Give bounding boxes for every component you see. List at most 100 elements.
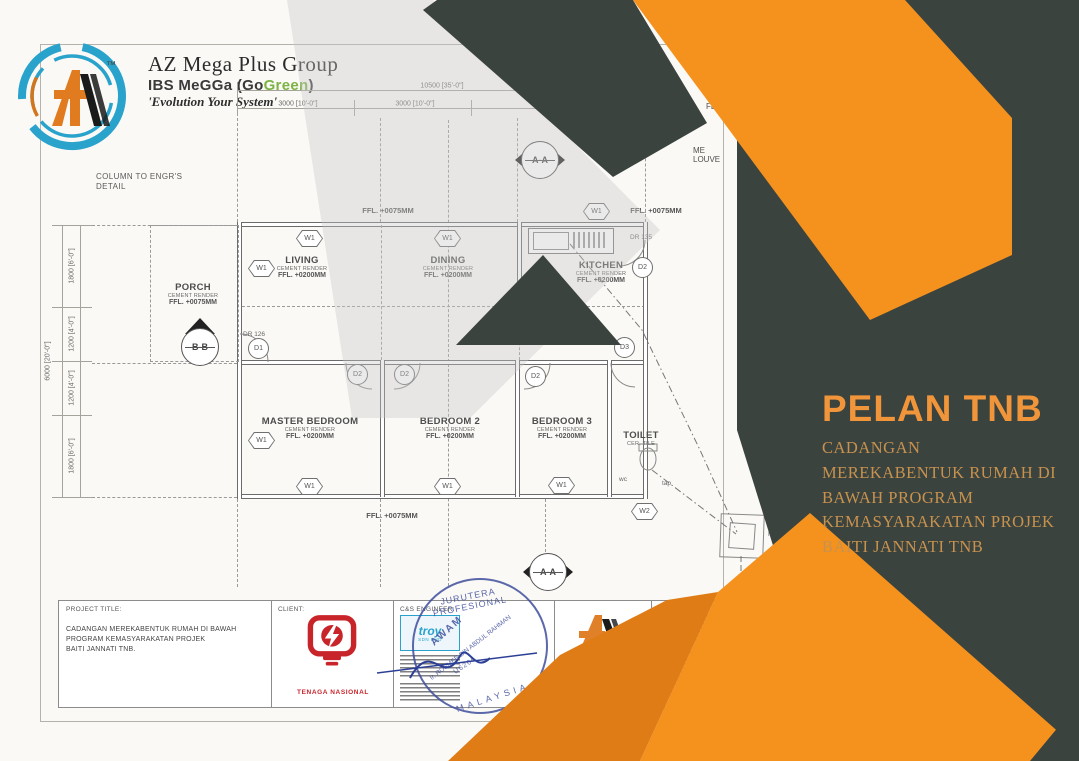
window-tag: W1 [248,432,275,449]
window-tag-label: W2 [632,504,657,519]
door-tag: D3 [614,337,635,358]
window-tag-label: W1 [549,478,574,493]
grid-line [92,363,237,364]
az-stamp-logo-icon [577,615,629,657]
hex-tag-icon: W1 [434,230,461,247]
room-finish: CEMENT RENDER [422,266,474,272]
room-name: MASTER BEDROOM [261,416,359,427]
grid-line [380,118,381,222]
partition-dashed [381,225,382,360]
section-marker-label: A-A [529,553,567,591]
hex-tag-icon: W2 [631,503,658,520]
section-marker-aa-bottom: A-A [523,551,573,593]
section-marker-bb: B-B [179,318,221,368]
dim-tick [52,497,92,498]
dimension-label: 1200 [4'-0"] [68,316,76,352]
engineer-logo-sub: SDN BHD [418,636,442,642]
room-level: FFL. +0200MM [285,433,335,440]
window-tag-label: W1 [297,231,322,246]
hex-tag-icon: W1 [583,203,610,220]
panel-subtitle: CADANGAN MEREKABENTUK RUMAH DI BAWAH PRO… [822,438,1057,556]
plan-annotation: wc [619,476,627,483]
dim-tick [52,307,92,308]
clipped-note-line: LOUVE [693,154,721,164]
brand-go: Go [242,77,264,94]
column-note: COLUMN TO ENGR'S DETAIL [96,172,182,193]
room-name: TOILET [623,430,659,441]
door-tag: D2 [632,257,653,278]
dim-tick [52,415,92,416]
engineer-label: C&S ENGINEER: [400,606,455,613]
window-tag-label: W1 [435,479,460,494]
door-tag: D2 [394,364,415,385]
section-marker-label: B-B [181,328,219,366]
engineer-stamp: JURUTERA PROFESIONAL AWAM Ir. ROSMEE BIN… [376,563,563,729]
az-logo-icon: ™ [17,41,126,150]
dimension-label: 10500 [35'-0"] [420,82,464,90]
grid-line [448,120,449,586]
dimension-label: 1200 [4'-0"] [68,370,76,406]
project-title-line: CADANGAN MEREKABENTUK RUMAH DI BAWAH [66,626,237,633]
window-tag: W1 [434,478,461,495]
dim-line [237,108,560,109]
hex-tag-icon: W1 [248,432,275,449]
svg-text:™: ™ [106,60,116,71]
wall [380,360,385,497]
brand-prefix: IBS MeGGa ( [148,77,243,94]
remarks-label: REMARKS [657,648,692,655]
window-tag-label: W1 [249,433,274,448]
fine-print [561,689,641,701]
signature-icon [376,651,538,679]
wall [237,360,648,365]
fine-print [657,659,713,699]
room-name: BEDROOM 3 [531,416,593,427]
panel-title: PELAN TNB [822,388,1043,429]
room-name: BEDROOM 2 [419,416,481,427]
window-tag: W2 [631,503,658,520]
plan-annotation: tap [662,480,672,487]
hex-tag-icon: W1 [296,230,323,247]
grid-line [237,118,238,222]
tb-divider [271,601,272,707]
tb-divider [554,601,555,707]
dimension-label: 6000 [20'-0"] [44,341,52,381]
dim-tick [52,225,92,226]
fine-print [657,615,713,641]
section-marker-aa-top: A-A [515,139,565,181]
client-label: CLIENT: [278,606,305,613]
room-finish: CEMENT RENDER [536,427,588,433]
company-header: AZ Mega Plus Group IBS MeGGa (GoGreen) '… [148,52,338,110]
sink-drainer [573,232,607,248]
sink-basin [533,232,569,250]
company-tagline: 'Evolution Your System' [148,94,278,109]
room-finish: CER. TILE [627,441,655,447]
room-name: DINING [430,255,466,266]
dimension-label: 3000 [10'-0"] [278,100,318,108]
az-logo: ™ [14,34,132,158]
wall [237,222,648,227]
window-tag: W1 [296,478,323,495]
brand-close: ) [308,77,314,94]
room-level: FFL. +0200MM [576,277,626,284]
room-level: FFL. +0200MM [277,272,327,279]
wall [515,360,520,497]
room-level: FFL. +0200MM [425,433,475,440]
ffl-note: FFL. +0075MM [630,206,682,215]
grid-line [237,306,645,307]
company-name: AZ Mega Plus Group [148,52,339,76]
window-tag: W1 [434,230,461,247]
clipped-note-line: FLOO [706,101,728,111]
az-stamp-logo [569,609,631,661]
room-finish: CEMENT RENDER [167,293,219,299]
room-finish: CEMENT RENDER [284,427,336,433]
tnb-logo-icon [307,615,357,666]
section-marker-label: A-A [521,141,559,179]
room-level: FFL. +0075MM [168,299,218,306]
tnb-logo [305,614,359,672]
fine-print [400,683,460,701]
